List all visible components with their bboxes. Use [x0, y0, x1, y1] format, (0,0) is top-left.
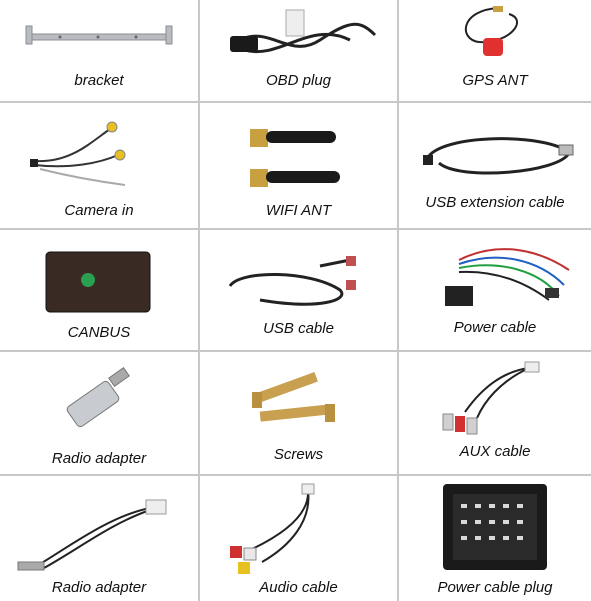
grid-divider	[0, 474, 591, 476]
item-power-cable-plug: Power cable plug	[399, 476, 591, 601]
item-label: WIFI ANT	[265, 202, 332, 219]
item-label: Screws	[273, 446, 324, 463]
grid-divider	[0, 101, 591, 103]
usb-extension-cable-icon	[423, 137, 574, 175]
item-gps-ant: GPS ANT	[399, 0, 591, 101]
grid-divider	[0, 350, 591, 352]
item-radio-adapter-cable: Radio adapter	[0, 476, 198, 601]
canbus-box-icon	[45, 251, 151, 313]
item-label: GPS ANT	[462, 72, 528, 89]
wifi-antenna-icon	[250, 129, 340, 187]
power-cable-icon	[445, 248, 570, 306]
screws-icon	[252, 372, 335, 422]
grid-divider	[397, 0, 399, 601]
camera-cable-icon	[30, 121, 126, 186]
item-label: AUX cable	[459, 443, 531, 460]
item-label: bracket	[74, 72, 124, 89]
item-power-cable: Power cable	[399, 230, 591, 350]
usb-cable-icon	[228, 256, 356, 306]
bracket-icon	[25, 25, 173, 45]
item-label: USB extension cable	[425, 194, 565, 211]
item-label: Radio adapter	[51, 579, 147, 596]
item-audio-cable: Audio cable	[200, 476, 397, 601]
radio-adapter-icon	[66, 367, 130, 428]
power-cable-plug-icon	[443, 484, 547, 570]
item-wifi-ant: WIFI ANT	[200, 103, 397, 228]
item-obd-plug: OBD plug	[200, 0, 397, 101]
grid-divider	[0, 228, 591, 230]
gps-antenna-icon	[464, 6, 518, 56]
item-label: OBD plug	[265, 72, 332, 89]
item-screws: Screws	[200, 352, 397, 474]
item-aux-cable: AUX cable	[399, 352, 591, 474]
item-label: Audio cable	[259, 579, 338, 596]
item-label: USB cable	[263, 320, 334, 337]
item-label: CANBUS	[67, 324, 131, 341]
item-label: Power cable plug	[437, 579, 553, 596]
item-label: Radio adapter	[51, 450, 147, 467]
item-usb-cable: USB cable	[200, 230, 397, 350]
obd-plug-icon	[230, 9, 377, 54]
item-label: Camera in	[64, 202, 134, 219]
item-radio-adapter: Radio adapter	[0, 352, 198, 474]
grid-divider	[198, 0, 200, 601]
item-label: Power cable	[453, 319, 537, 336]
item-usb-extension-cable: USB extension cable	[399, 103, 591, 228]
aux-cable-icon	[442, 361, 540, 435]
audio-cable-icon	[230, 483, 315, 574]
item-bracket: bracket	[0, 0, 198, 101]
item-camera-in: Camera in	[0, 103, 198, 228]
radio-adapter-cable-icon	[17, 499, 167, 571]
item-canbus: CANBUS	[0, 230, 198, 350]
